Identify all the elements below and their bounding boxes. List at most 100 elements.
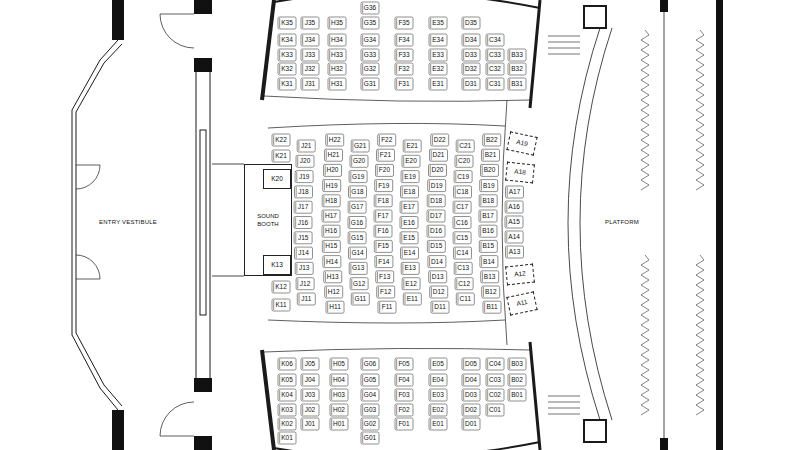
seat-symbol: [480, 180, 498, 192]
seat-symbol: [508, 78, 526, 90]
seat-number: K03: [281, 407, 293, 414]
seat-symbol: [455, 278, 473, 290]
seat-number: C11: [460, 296, 471, 303]
seat-number: D02: [465, 407, 477, 414]
seat-symbol: [395, 63, 413, 75]
seat-number: E13: [404, 265, 416, 272]
seat-number: B14: [483, 258, 495, 265]
aisle-edge: [268, 320, 505, 323]
seat-symbol: [479, 195, 497, 207]
seat-symbol: [376, 271, 394, 283]
seat-number: G12: [353, 280, 365, 287]
seat-symbol: [430, 149, 448, 161]
seat-number: F02: [398, 407, 409, 414]
dashed-box: A18: [505, 161, 535, 183]
seat-number: G16: [351, 219, 363, 226]
seat-symbol: [328, 49, 346, 61]
seat-number: H21: [328, 152, 340, 159]
seat-number: J05: [305, 361, 315, 368]
seat-number: F31: [398, 81, 409, 88]
curtain-wall: [76, 44, 122, 406]
seat-number: K33: [281, 52, 293, 59]
seat-number: G34: [364, 37, 376, 44]
seat-symbol: [278, 358, 296, 370]
wall: [194, 436, 212, 450]
seat-symbol: [301, 34, 319, 46]
seat-symbol: [482, 286, 500, 298]
seat-number: H34: [331, 37, 343, 44]
seat-number: E21: [406, 143, 418, 150]
seat-symbol: [395, 389, 413, 401]
seat-symbol: [402, 278, 420, 290]
seat-number: G33: [364, 52, 376, 59]
node-label: K13: [271, 262, 283, 269]
seat-number: J12: [300, 280, 310, 287]
seat-symbol: [325, 149, 343, 161]
seat-symbol: [330, 404, 348, 416]
seat-symbol: [326, 134, 344, 146]
seat-symbol: [272, 299, 290, 311]
seat-symbol: [403, 140, 421, 152]
seat-number: G32: [364, 66, 376, 73]
seat-symbol: [324, 164, 342, 176]
seat-symbol: [278, 389, 296, 401]
seat-number: E19: [404, 173, 416, 180]
seat-number: D04: [465, 377, 477, 384]
wall: [660, 0, 668, 12]
seat-number: B22: [486, 137, 498, 144]
seat-number: C34: [489, 37, 501, 44]
seat-number: B32: [511, 66, 523, 73]
seat-symbol: [427, 225, 445, 237]
seat-number: F04: [398, 377, 409, 384]
seat-symbol: [361, 34, 379, 46]
wall: [196, 72, 210, 378]
seat-number: D32: [465, 66, 477, 73]
seat-number: J02: [305, 407, 315, 414]
seat-number: G17: [351, 204, 363, 211]
seat-number: D35: [465, 20, 477, 27]
seat-number: E15: [403, 235, 415, 242]
seat-number: A13: [509, 249, 521, 256]
seat-symbol: [328, 17, 346, 29]
seat-symbol: [462, 78, 480, 90]
wall: [274, 442, 540, 450]
seat-symbol: [395, 49, 413, 61]
seat-symbol: [328, 34, 346, 46]
seat-symbol: [400, 232, 418, 244]
seat-number: H22: [329, 137, 341, 144]
wall: [262, 350, 274, 450]
wall: [530, 342, 540, 450]
seat-symbol: [482, 149, 500, 161]
node-label: A11: [516, 299, 528, 308]
seat-symbol: [301, 78, 319, 90]
seat-number: J03: [305, 392, 315, 399]
seat-symbol: [348, 217, 366, 229]
wall: [660, 438, 668, 450]
seat-number: G13: [352, 265, 364, 272]
seat-symbol: [431, 301, 449, 313]
seat-symbol: [330, 358, 348, 370]
door-swing: [76, 255, 100, 279]
seat-number: H15: [325, 243, 337, 250]
seat-number: F13: [379, 274, 390, 281]
seat-number: C33: [489, 52, 501, 59]
seat-symbol: [374, 240, 392, 252]
seat-number: E11: [407, 296, 418, 303]
room-name: ENTRY VESTIBULE: [99, 219, 157, 225]
seat-symbol: [361, 63, 379, 75]
curtain-line: [641, 30, 649, 190]
seat-number: B02: [511, 377, 523, 384]
seat-symbol: [272, 281, 290, 293]
node-label: A18: [514, 168, 526, 176]
curtain: [641, 30, 704, 415]
seat-symbol: [361, 2, 379, 14]
seat-symbol: [508, 49, 526, 61]
seat-symbol: [349, 247, 367, 259]
seat-number: C20: [458, 158, 470, 165]
seat-symbol: [322, 240, 340, 252]
seat-number: B19: [483, 182, 495, 189]
seat-number: E03: [432, 392, 444, 399]
curtain-wall: [72, 40, 118, 410]
seat-number: H02: [333, 407, 345, 414]
